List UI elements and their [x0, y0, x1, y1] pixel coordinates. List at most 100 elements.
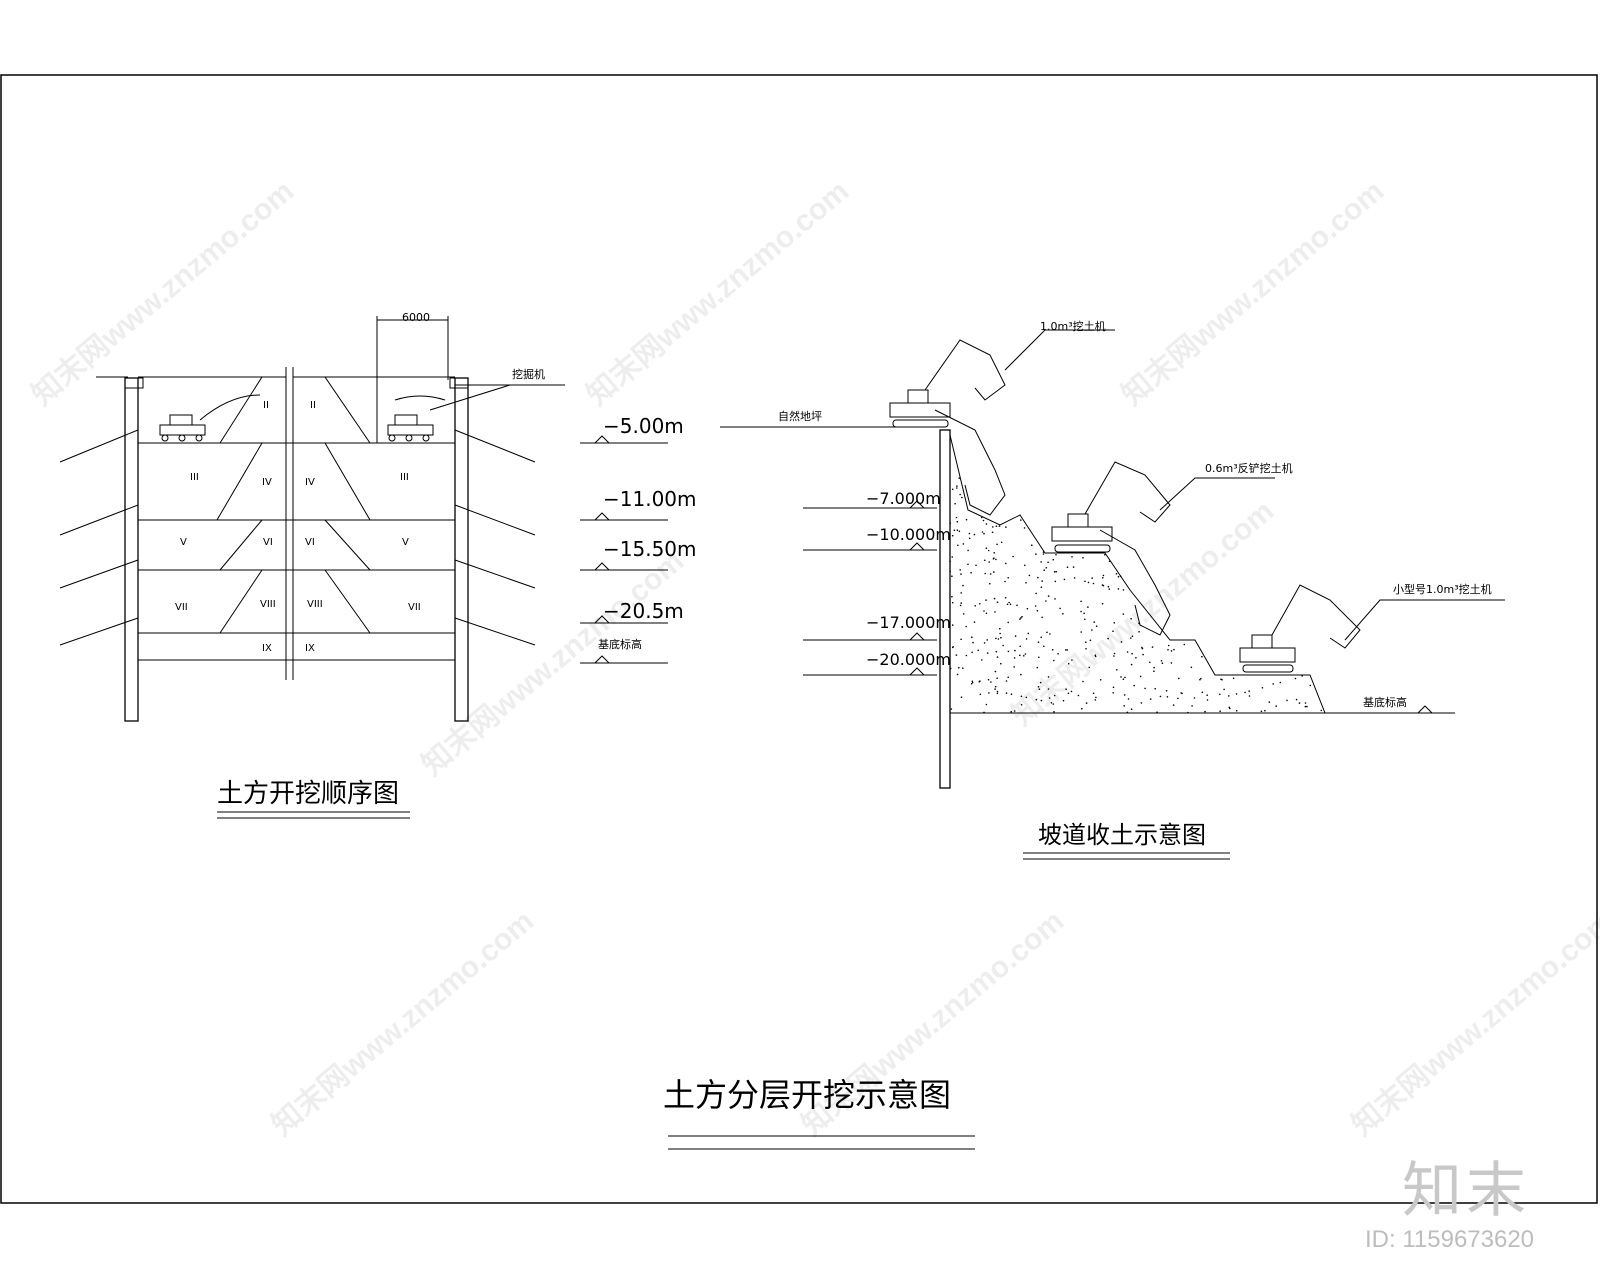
soil-dot [985, 547, 988, 549]
soil-dot [1047, 676, 1050, 678]
elevation-label: −20.5m [603, 599, 684, 623]
soil-dot [1178, 677, 1180, 680]
soil-dot [953, 529, 956, 532]
soil-dot [996, 601, 999, 603]
soil-dot [1177, 697, 1179, 700]
soil-dot [1130, 663, 1133, 666]
soil-dot [1235, 710, 1238, 712]
soil-dot [993, 557, 995, 559]
soil-dot [970, 682, 973, 685]
soil-dot [1081, 707, 1083, 710]
left-diagram-title: 土方开挖顺序图 [217, 779, 399, 809]
soil-dot [1108, 588, 1111, 590]
soil-dot [955, 654, 958, 656]
soil-dot [972, 641, 974, 644]
soil-dot [1000, 636, 1002, 639]
soil-dot [994, 688, 996, 690]
right-diagram-title: 坡道收土示意图 [1038, 821, 1206, 849]
soil-dot [1120, 641, 1123, 643]
soil-dot [1095, 696, 1097, 699]
title-underlines [217, 811, 1230, 1150]
soil-dot [1172, 704, 1175, 706]
soil-dot [1023, 527, 1026, 529]
soil-dot [1080, 610, 1082, 613]
soil-dot [1087, 581, 1090, 584]
soil-dot [1012, 555, 1014, 558]
soil-dot [1031, 544, 1033, 546]
left-excavation-section [59, 316, 565, 722]
soil-dot [988, 692, 990, 694]
soil-dot [960, 592, 962, 594]
soil-dot [1173, 648, 1175, 651]
soil-dot [1112, 686, 1115, 689]
soil-dot [985, 703, 988, 706]
soil-dot [979, 603, 981, 605]
soil-dot [1219, 693, 1221, 696]
soil-dot [1286, 699, 1288, 702]
soil-dot [1071, 556, 1073, 558]
soil-dot [1138, 622, 1140, 625]
soil-dot [1025, 696, 1028, 699]
soil-dot [1000, 662, 1002, 665]
soil-dot [1183, 643, 1186, 646]
soil-dot [960, 602, 962, 604]
soil-dot [983, 711, 985, 714]
soil-dot [1035, 553, 1037, 555]
soil-dot [1051, 648, 1054, 651]
soil-dot [1055, 570, 1057, 573]
soil-dot [1066, 649, 1069, 651]
soil-dot [1049, 633, 1051, 635]
elevation-label: −10.000m [866, 525, 951, 544]
soil-dot [1166, 696, 1169, 698]
soil-dot [1144, 687, 1146, 690]
soil-dot [957, 544, 959, 547]
soil-dot [1123, 694, 1126, 696]
soil-dot [988, 561, 990, 563]
soil-dot [1244, 691, 1246, 694]
soil-dot [1028, 574, 1031, 577]
soil-dot [1112, 692, 1114, 694]
soil-dot [985, 612, 988, 615]
zone-label: II [263, 400, 269, 411]
soil-dot [983, 610, 985, 612]
excavator-label: 0.6m³反铲挖土机 [1205, 461, 1293, 475]
soil-dot [1130, 708, 1133, 710]
soil-dot [1235, 693, 1238, 695]
zone-label: IV [305, 477, 315, 488]
soil-dot [1204, 710, 1206, 713]
soil-dot [1047, 595, 1050, 597]
soil-dot [986, 652, 989, 654]
soil-dot [1073, 577, 1076, 579]
soil-dot [1201, 691, 1204, 694]
soil-dot [1055, 554, 1057, 556]
soil-dot [970, 571, 972, 574]
soil-dot [968, 532, 971, 535]
soil-dot [1101, 584, 1104, 586]
soil-dot [1020, 673, 1022, 676]
zone-label: VIII [307, 599, 323, 610]
soil-dot [971, 651, 973, 654]
soil-dot [980, 516, 983, 519]
soil-dot [1037, 641, 1040, 643]
soil-dot [997, 638, 1000, 640]
soil-dot [1042, 553, 1045, 555]
right-ramp-section [720, 329, 1505, 789]
soil-dot [1020, 704, 1023, 706]
soil-dot [993, 597, 996, 600]
soil-dot [1201, 655, 1203, 658]
soil-dot [1019, 645, 1021, 648]
soil-dot [1026, 607, 1029, 610]
soil-dot [950, 708, 953, 710]
soil-dot [949, 522, 951, 524]
soil-dot [1159, 695, 1162, 698]
soil-dot [951, 534, 954, 537]
soil-dot [986, 639, 988, 641]
soil-dot [1191, 705, 1193, 707]
zone-label: VIII [260, 599, 276, 610]
soil-dot [1113, 655, 1115, 657]
soil-dot [951, 646, 954, 649]
soil-dot [949, 667, 952, 670]
soil-dot [1122, 678, 1125, 680]
soil-dot [1091, 629, 1093, 631]
soil-dot [994, 685, 997, 688]
